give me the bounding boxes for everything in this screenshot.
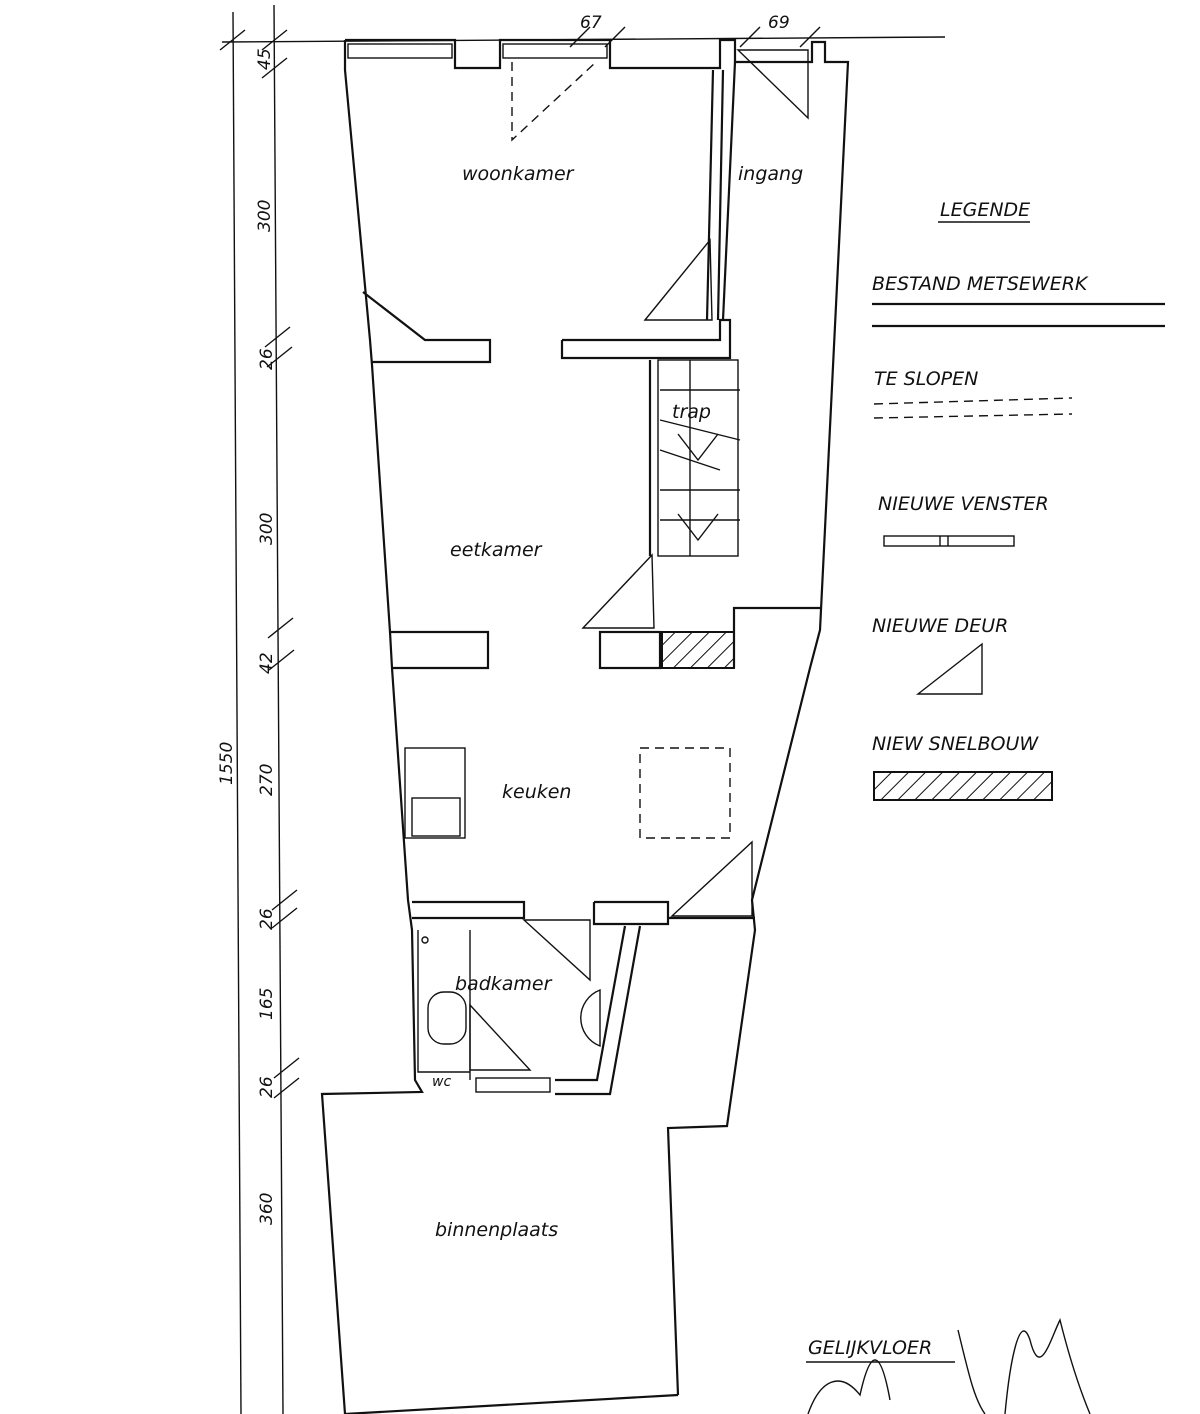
dim-top-69: 69: [768, 13, 790, 33]
legend-new-quick-build-label: NIEW SNELBOUW: [872, 733, 1039, 755]
floor-label: GELIJKVLOER: [808, 1337, 932, 1359]
room-label-eetkamer: eetkamer: [450, 539, 543, 561]
dimension-chain: [219, 4, 946, 1414]
dim-45: 45: [255, 48, 275, 70]
dim-1550: 1550: [217, 742, 237, 785]
legend-to-demolish-symbol: [873, 397, 1073, 405]
dim-270: 270: [257, 764, 277, 796]
dim-360: 360: [257, 1193, 277, 1225]
legend-title: LEGENDE: [940, 199, 1030, 221]
legend-new-window-label: NIEUWE VENSTER: [878, 493, 1049, 515]
dim-165: 165: [257, 988, 277, 1020]
dim-top-67: 67: [580, 13, 602, 33]
legend-existing-masonry-label: BESTAND METSEWERK: [872, 273, 1089, 295]
room-label-woonkamer: woonkamer: [462, 163, 575, 185]
dim-300-b: 300: [257, 513, 277, 545]
room-labels: woonkamer ingang trap eetkamer keuken ba…: [432, 163, 803, 1241]
staircase: [648, 359, 741, 557]
dim-26-c: 26: [257, 1076, 277, 1098]
room-label-badkamer: badkamer: [455, 973, 553, 995]
legend-new-door-symbol: [915, 642, 983, 695]
legend-new-quick-build-symbol: [873, 771, 1053, 801]
room-label-ingang: ingang: [738, 163, 803, 185]
legend-new-door-label: NIEUWE DEUR: [872, 615, 1008, 637]
dim-26-a: 26: [257, 348, 277, 370]
signatures: [807, 1317, 1091, 1414]
dim-300-a: 300: [255, 200, 275, 232]
legend: LEGENDE BESTAND METSEWERK TE SLOPEN NIEU…: [872, 199, 1165, 801]
legend-new-window-symbol: [883, 535, 1015, 547]
room-label-trap: trap: [672, 401, 711, 423]
room-label-binnenplaats: binnenplaats: [435, 1219, 558, 1241]
legend-to-demolish-label: TE SLOPEN: [874, 368, 978, 390]
building-outline: [320, 38, 850, 1414]
room-label-keuken: keuken: [502, 781, 571, 803]
footer: GELIJKVLOER: [806, 1317, 1091, 1414]
room-label-wc: wc: [432, 1074, 451, 1090]
dimension-labels: 67 69 45 300 26 300 42 1550 270 26 165 2…: [217, 13, 790, 1225]
dim-26-b: 26: [257, 908, 277, 930]
dim-42: 42: [257, 652, 277, 674]
